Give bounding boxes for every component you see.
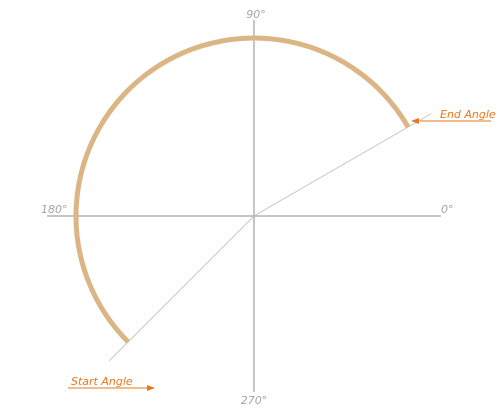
end-angle-radius [253,113,432,217]
angle-arc [73,35,411,344]
start-angle-radius [108,215,255,362]
axis-label-90: 90° [246,8,266,21]
axis-label-180: 180° [41,203,68,216]
end-angle-label: End Angle [440,108,496,121]
start-angle-label: Start Angle [71,375,133,388]
axis-label-0: 0° [441,203,454,216]
end-angle-arrowhead [411,118,419,124]
start-angle-arrowhead [147,385,155,391]
axis-label-270: 270° [241,394,268,407]
